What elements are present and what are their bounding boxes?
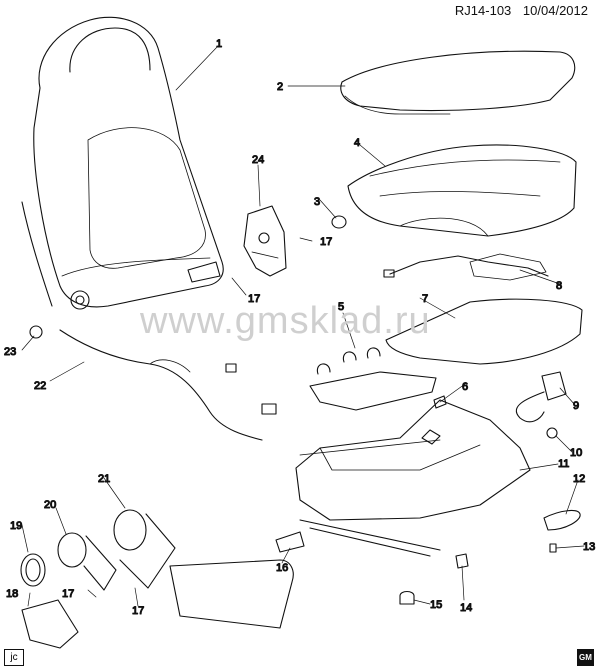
callout-3: 3: [314, 196, 320, 208]
seat-rail: [299, 519, 441, 557]
callout-15: 15: [430, 599, 442, 611]
gm-logo: GM: [577, 649, 594, 666]
knob-part: [20, 553, 46, 587]
track-cover-part: [275, 531, 305, 553]
cover-part: [455, 553, 469, 569]
callout-leaders: [21, 45, 585, 607]
callout-7: 7: [422, 293, 428, 305]
seat-cushion-pad-part: [340, 50, 576, 115]
cap-part: [543, 509, 581, 531]
callout-12: 12: [573, 473, 585, 485]
callout-20: 20: [44, 499, 56, 511]
callout-17a: 17: [320, 236, 332, 248]
plug-part: [331, 215, 347, 229]
wiring-harness-part: [59, 329, 277, 441]
lumbar-cable: [21, 201, 53, 307]
diagram-ref: RJ14-103: [454, 3, 512, 18]
trim-panel-part: [113, 509, 176, 589]
callout-1: 1: [216, 38, 222, 50]
corner-tag: jc: [4, 649, 24, 666]
callout-17c: 17: [62, 588, 74, 600]
buckle-part: [515, 371, 567, 423]
callout-22: 22: [34, 380, 46, 392]
recliner-handle-part: [57, 532, 117, 591]
callout-16: 16: [276, 562, 288, 574]
seat-cushion-part: [347, 144, 577, 237]
callout-21: 21: [98, 473, 110, 485]
diagram-header: RJ14-103 10/04/2012: [455, 3, 588, 18]
handle-part: [399, 590, 415, 605]
seat-spring-part: [309, 347, 437, 411]
clip-part: [433, 395, 447, 409]
callout-6: 6: [462, 381, 468, 393]
heater-element-part: [383, 253, 549, 281]
seat-back-part: [33, 16, 224, 310]
bolt-part: [549, 543, 557, 553]
callout-11: 11: [558, 458, 569, 470]
callout-10: 10: [570, 447, 582, 459]
callout-18: 18: [6, 588, 18, 600]
side-shield-part: [21, 559, 294, 649]
callout-5: 5: [338, 301, 344, 313]
callout-13: 13: [583, 541, 595, 553]
callout-4: 4: [354, 137, 360, 149]
callout-9: 9: [573, 400, 579, 412]
callout-19: 19: [10, 520, 22, 532]
seat-frame-part: [295, 399, 531, 521]
callout-14: 14: [460, 602, 472, 614]
callout-23: 23: [4, 346, 16, 358]
grommet-part: [29, 325, 43, 339]
callout-17b: 17: [248, 293, 260, 305]
diagram-date: 10/04/2012: [522, 3, 588, 18]
watermark: www.gmsklad.ru: [140, 300, 431, 342]
callout-2: 2: [277, 81, 283, 93]
nut-part: [546, 427, 558, 439]
recliner-bracket-part: [243, 205, 287, 277]
callout-8: 8: [556, 280, 562, 292]
callout-labels: 1 2 3 4 5 6 7 8 9 10 11 12 13 14 15 16 1…: [3, 37, 595, 617]
callout-17d: 17: [132, 605, 144, 617]
callout-24: 24: [252, 154, 264, 166]
heater-mat-part: [385, 298, 583, 365]
